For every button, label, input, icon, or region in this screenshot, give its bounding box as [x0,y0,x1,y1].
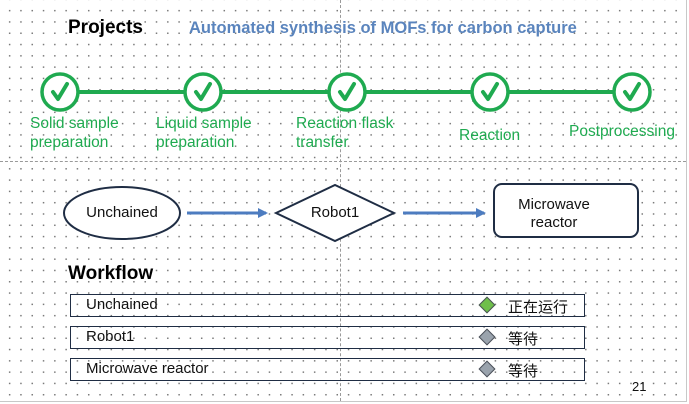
step-3-complete-indicator [327,72,367,112]
workflow-title: Workflow [68,263,154,284]
page-number: 21 [632,379,647,394]
checkmark-icon [338,82,356,101]
workflow-row-microwave-reactor[interactable]: Microwave reactor 等待 [70,358,585,381]
horizontal-guide-line [0,161,686,162]
page-title: Projects [68,17,143,38]
project-subtitle: Automated synthesis of MOFs for carbon c… [189,19,577,37]
status-diamond-icon [478,296,496,314]
node-unchained-ellipse[interactable] [63,186,181,240]
checkmark-icon [194,82,212,101]
status-diamond-icon [478,328,496,346]
workflow-row-name: Robot1 [86,328,135,345]
workflow-row-status: 等待 [508,330,539,348]
step-4-complete-indicator [470,72,510,112]
node-robot1-diamond[interactable] [273,183,397,243]
step-1-complete-indicator [40,72,80,112]
node-label-robot1: Robot1 [310,204,360,221]
workflow-row-unchained[interactable]: Unchained 正在运行 [70,294,585,317]
status-diamond-icon [478,360,496,378]
checkmark-icon [623,82,641,101]
workflow-row-name: Microwave reactor [86,360,209,377]
workflow-row-robot1[interactable]: Robot1 等待 [70,326,585,349]
workflow-row-name: Unchained [86,296,158,313]
node-label-unchained: Unchained [86,204,158,221]
step-label-reaction: Reaction [459,127,521,144]
checkmark-icon [51,82,69,101]
step-label-reaction-flask-transfer: Reaction flask transfer [296,115,394,151]
step-2-complete-indicator [183,72,223,112]
pipeline-progress [40,72,652,112]
step-label-postprocessing: Postprocessing [569,123,675,140]
node-label-microwave-reactor: Microwave reactor [518,196,590,231]
checkmark-icon [481,82,499,101]
workflow-row-status: 等待 [508,362,539,380]
step-label-liquid-sample-preparation: Liquid sample preparation [156,115,252,151]
device-flow-diagram [63,183,639,243]
step-label-solid-sample-preparation: Solid sample preparation [30,115,119,151]
workflow-row-status: 正在运行 [508,298,569,316]
step-5-complete-indicator [612,72,652,112]
node-microwave-reactor-box[interactable] [493,183,639,238]
